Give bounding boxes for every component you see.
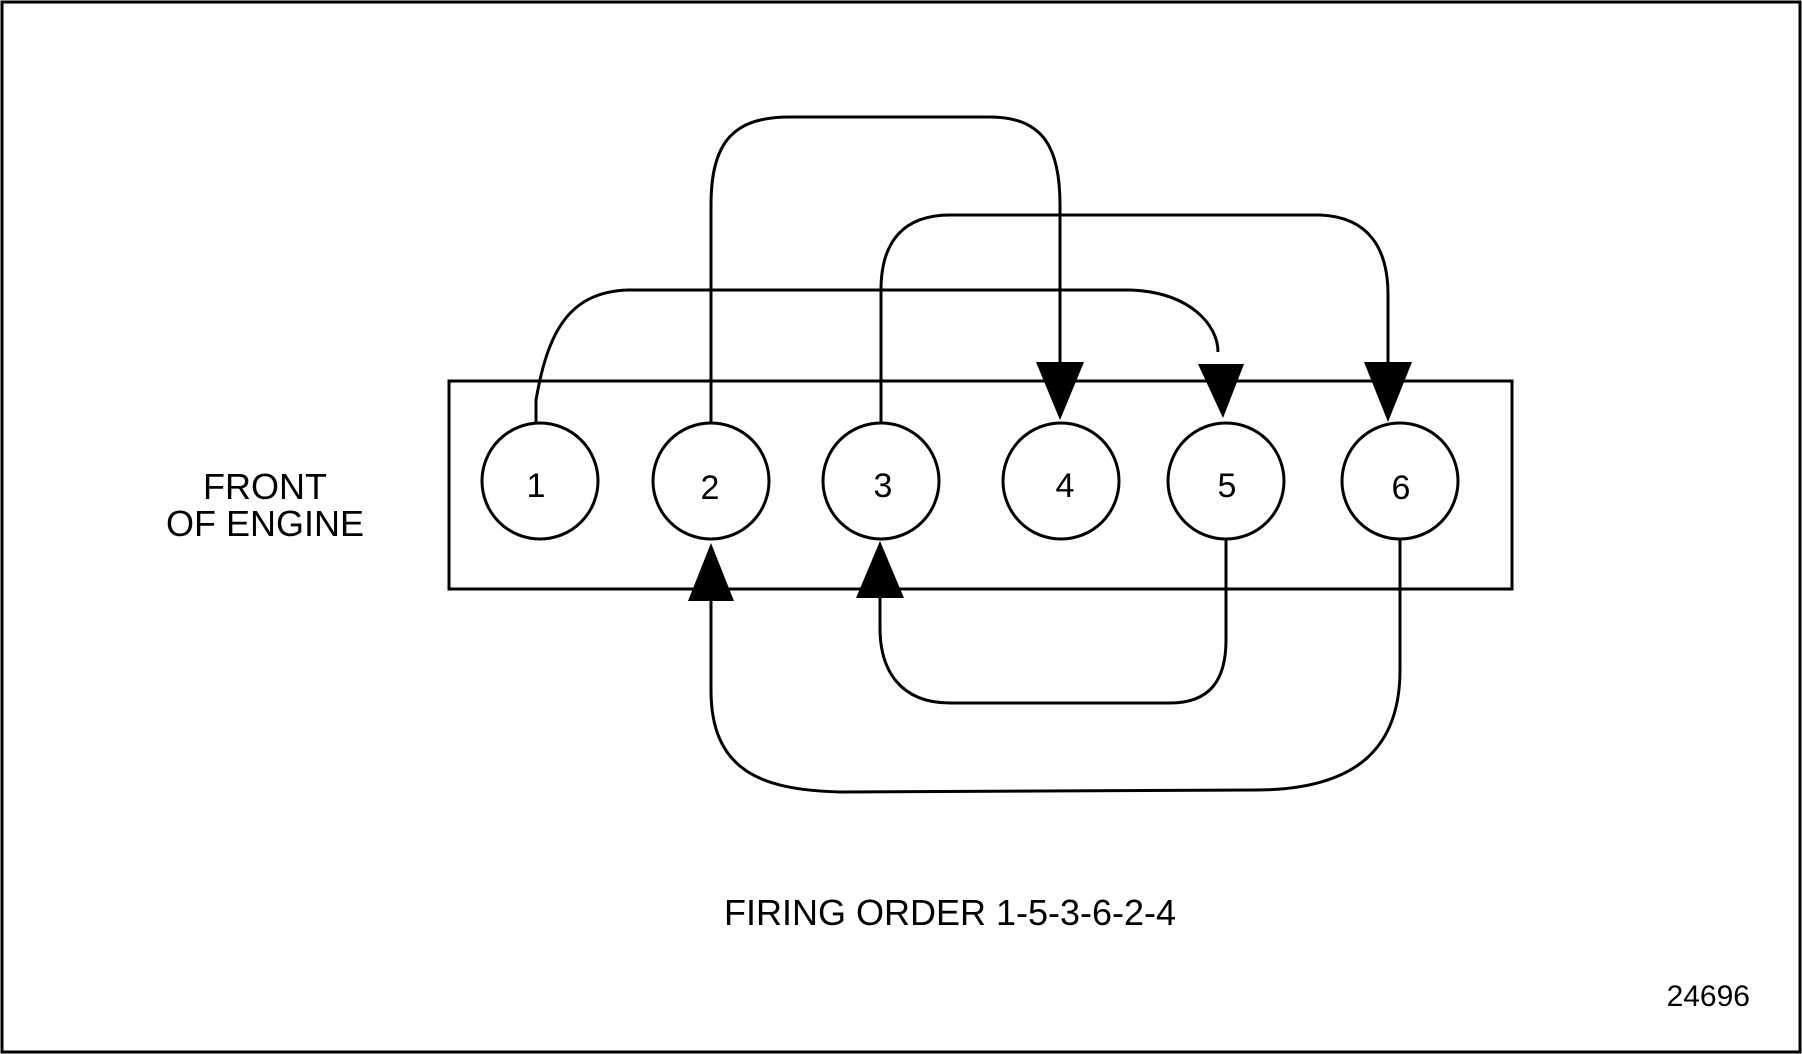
connector-2-to-4: [709, 115, 1062, 423]
path-6-to-2: [688, 539, 1402, 794]
cylinder-5: 5: [1166, 421, 1286, 541]
path-2-to-4: [709, 115, 1084, 423]
path-1-to-5: [534, 288, 1244, 423]
arrowhead-into-cylinder-2: [688, 543, 734, 601]
connector-3-to-6: [879, 213, 1390, 423]
connector-1-to-5: [534, 288, 1220, 423]
cylinder-4-circle: [1001, 421, 1121, 541]
front-label-line2: OF ENGINE: [166, 503, 364, 544]
path-3-to-6: [879, 213, 1412, 423]
front-of-engine-label: FRONT OF ENGINE: [166, 466, 364, 544]
connector-6-to-2: [709, 539, 1402, 794]
figure-id: 24696: [1667, 980, 1750, 1013]
arrowhead-into-cylinder-5: [1198, 364, 1244, 418]
arrowhead-into-cylinder-3: [856, 541, 904, 598]
engine-block: [447, 379, 1514, 591]
path-5-to-3: [856, 539, 1228, 705]
front-label-line1: FRONT: [203, 466, 327, 507]
arrowhead-into-cylinder-6: [1364, 362, 1412, 422]
cylinder-2: 2: [651, 421, 771, 541]
cylinder-6-number: 6: [1392, 469, 1411, 507]
cylinder-1-circle: [480, 421, 600, 541]
cylinder-1: 1: [480, 421, 600, 541]
cylinder-4: 4: [1001, 421, 1121, 541]
cylinder-5-number: 5: [1218, 467, 1237, 505]
cylinder-4-number: 4: [1056, 467, 1075, 505]
cylinder-1-number: 1: [527, 467, 546, 505]
firing-order-caption: FIRING ORDER 1-5-3-6-2-4: [724, 892, 1176, 933]
connector-5-to-3: [878, 539, 1228, 705]
cylinder-6: 6: [1340, 421, 1460, 541]
arrowhead-into-cylinder-4: [1036, 362, 1084, 420]
cylinder-3: 3: [821, 421, 941, 541]
cylinder-3-number: 3: [874, 467, 893, 505]
cylinder-2-number: 2: [701, 469, 720, 507]
